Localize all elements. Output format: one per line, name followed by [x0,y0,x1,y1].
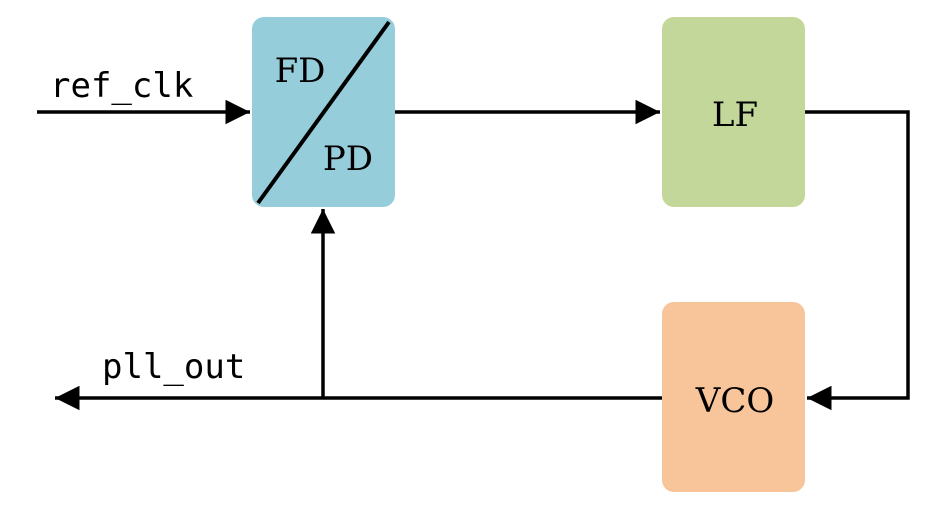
lf-label: LF [712,95,758,135]
vco-label: VCO [695,381,774,421]
fdpd-divider [256,20,391,205]
lf-to-vco-arrow [805,110,910,411]
pll-out-label: pll_out [102,347,245,387]
lf-block [662,17,805,207]
ref-clk-label: ref_clk [50,66,193,106]
fd-label: FD [275,51,326,91]
vco-block [662,302,805,492]
pd-label: PD [323,139,373,179]
